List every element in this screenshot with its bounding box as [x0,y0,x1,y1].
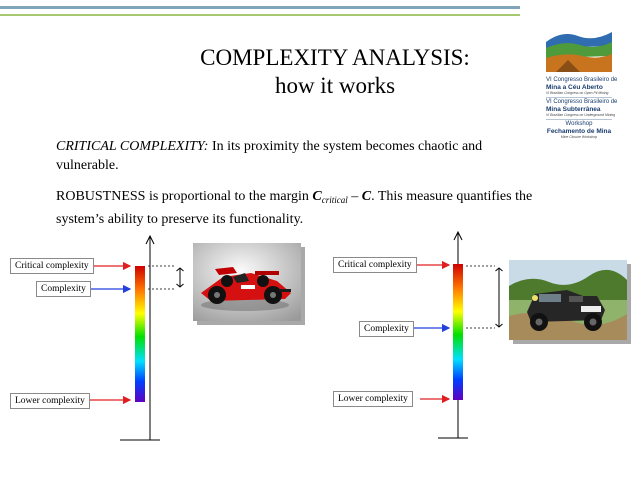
left-complexity-scale [135,266,145,402]
logo-line-3: VI Brazilian Congress on Open Pit Mining [546,91,609,95]
left-lower-complexity-label: Lower complexity [10,393,90,409]
jeep-photo [509,260,631,344]
c-symbol-2: C [361,189,372,204]
logo-divider [546,97,612,98]
offroad-jeep-icon [509,260,627,340]
logo-line-5: Mina Subterrânea [546,106,601,113]
critical-complexity-text: In its proximity the system becomes chao… [56,139,483,173]
logo-line-1: VI Congresso Brasileiro de [546,77,618,83]
logo-line-8: Fechamento de Mina [546,128,612,135]
logo-line-6: VI Brazilian Congress on Underground Min… [546,113,615,117]
top-band-green [0,14,520,16]
left-axis-arrowhead [145,234,155,245]
c-symbol: C [312,189,322,204]
minus-sign: – [347,189,362,204]
title-line-1: COMPLEXITY ANALYSIS: [200,45,470,70]
congress-logo-icon [546,26,612,72]
race-car-photo [193,243,305,325]
logo-line-4: VI Congresso Brasileiro de [546,99,618,105]
critical-subscript: critical [321,195,348,205]
logo-divider [546,119,612,120]
right-margin-arrowheads [495,267,503,328]
right-complexity-scale [453,264,463,400]
critical-complexity-paragraph: CRITICAL COMPLEXITY: In its proximity th… [56,137,516,175]
top-band-blue [0,6,520,9]
left-critical-complexity-label: Critical complexity [10,258,94,274]
logo-line-9: Mine Closure Workshop [560,135,598,139]
left-complexity-label: Complexity [36,281,91,297]
critical-complexity-lead: CRITICAL COMPLEXITY: [56,139,209,154]
right-lower-complexity-label: Lower complexity [333,391,413,407]
robustness-text-pre: ROBUSTNESS is proportional to the margin [56,189,313,204]
left-margin-arrowheads [176,267,184,288]
left-diagram [88,234,184,441]
right-axis-arrowhead [453,230,463,241]
robustness-text-post: . This measure quantifies the system’s a… [56,189,533,227]
right-diagram [412,230,503,439]
robustness-paragraph: ROBUSTNESS is proportional to the margin… [56,187,556,229]
title-line-2: how it works [274,73,396,98]
race-car-image [193,243,301,321]
congress-logo: VI Congresso Brasileiro de Mina a Céu Ab… [546,26,618,148]
right-critical-complexity-label: Critical complexity [333,257,417,273]
slide-title: COMPLEXITY ANALYSIS: how it works [150,44,520,100]
jeep-image [509,260,627,340]
logo-line-2: Mina a Céu Aberto [546,84,603,91]
logo-line-7: Workshop [565,121,593,127]
right-complexity-label: Complexity [359,321,414,337]
race-car-icon [193,243,301,321]
